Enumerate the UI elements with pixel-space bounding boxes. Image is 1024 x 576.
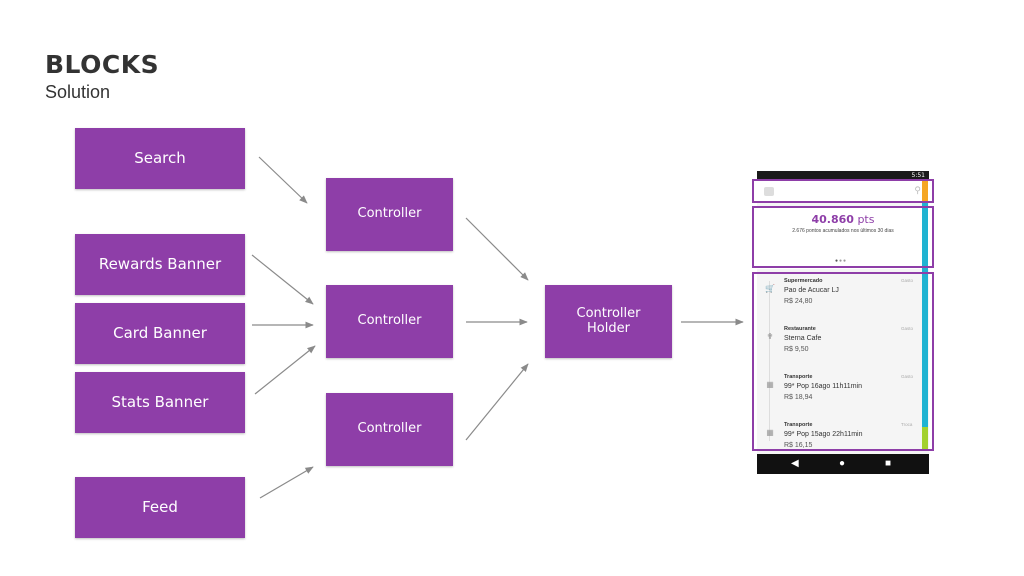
rewards-banner-block: Rewards Banner [75,234,245,295]
feed-item-category: Restaurante [784,326,816,332]
cart-icon: 🛒 [765,284,775,293]
highlight-banners [752,206,934,268]
feed-item-status: Gasto [901,374,914,379]
stripe-top [922,181,928,203]
feed-item-name: 99* Pop 16ago 11h11min [784,383,862,390]
feed-item-status: Gasto [901,326,914,331]
carousel-dots: ●●● [835,258,848,264]
search-icon[interactable]: ⚲ [914,185,921,195]
android-nav-bar: ◀ ● ■ [757,454,929,474]
back-icon[interactable]: ◀ [791,458,799,469]
feed-item[interactable]: ✟ Restaurante Sterna Cafe R$ 9,50 Gasto [757,323,929,369]
arrow-stats-to-controller-2 [254,345,316,395]
controller-holder-label: Controller Holder [576,306,641,336]
card-thumbnail-icon [764,187,774,196]
page-title: BLOCKS [45,50,160,79]
points-description: 2.676 pontos acumulados nos últimos 30 d… [792,228,894,234]
feed-item-amount: R$ 18,94 [784,394,813,401]
search-block: Search [75,128,245,189]
feed-item[interactable]: ▦ Transporte 99* Pop 16ago 11h11min R$ 1… [757,371,929,417]
cutlery-icon: ✟ [766,332,774,341]
feed-item-status: Troca [901,422,913,427]
timeline-line [769,281,770,441]
status-time: 5:51 [911,172,925,179]
phone-screenshot: 5:51 ⚲ 40.860 pts 2.676 pontos acumulado… [757,171,929,474]
arrow-search-to-controller-1 [258,156,308,204]
feed-item-status: Gasto [901,278,914,283]
feed-item-amount: R$ 16,15 [784,442,813,449]
status-bar: 5:51 [757,171,929,180]
stripe-bottom [922,427,928,450]
arrow-controller-1-to-holder [465,217,529,281]
card-banner-block: Card Banner [75,303,245,364]
feed-item-amount: R$ 24,80 [784,298,813,305]
feed-block: Feed [75,477,245,538]
phone-feed: 🛒 Supermercado Pao de Acucar LJ R$ 24,80… [757,273,929,453]
feed-item-category: Transporte [784,374,813,380]
feed-item-amount: R$ 9,50 [784,346,809,353]
feed-item-category: Supermercado [784,278,823,284]
home-icon[interactable]: ● [839,458,846,469]
feed-item-name: Sterna Cafe [784,335,822,342]
points-banner: 40.860 pts 2.676 pontos acumulados nos ú… [757,207,929,269]
feed-item-name: Pao de Acucar LJ [784,287,839,294]
stats-banner-block: Stats Banner [75,372,245,433]
feed-item-category: Transporte [784,422,813,428]
controller-block-3: Controller [326,393,453,466]
page-subtitle: Solution [45,82,111,102]
bus-icon: ▦ [766,380,774,389]
recent-apps-icon[interactable]: ■ [885,458,892,469]
feed-item[interactable]: 🛒 Supermercado Pao de Acucar LJ R$ 24,80… [757,275,929,321]
stripe-mid [922,203,928,427]
points-value: 40.860 [811,213,854,226]
phone-search-bar[interactable]: ⚲ [757,181,929,203]
points-unit: pts [857,213,875,226]
controller-block-1: Controller [326,178,453,251]
arrow-rewards-to-controller-2 [251,254,314,305]
feed-item-name: 99* Pop 15ago 22h11min [784,431,863,438]
bus-icon: ▦ [766,428,774,437]
highlight-search [752,179,934,203]
arrow-feed-to-controller-3 [259,466,314,499]
controller-holder-block: Controller Holder [545,285,672,358]
highlight-feed [752,272,934,451]
feed-item[interactable]: ▦ Transporte 99* Pop 15ago 22h11min R$ 1… [757,419,929,465]
arrow-controller-3-to-holder [465,363,529,441]
controller-block-2: Controller [326,285,453,358]
